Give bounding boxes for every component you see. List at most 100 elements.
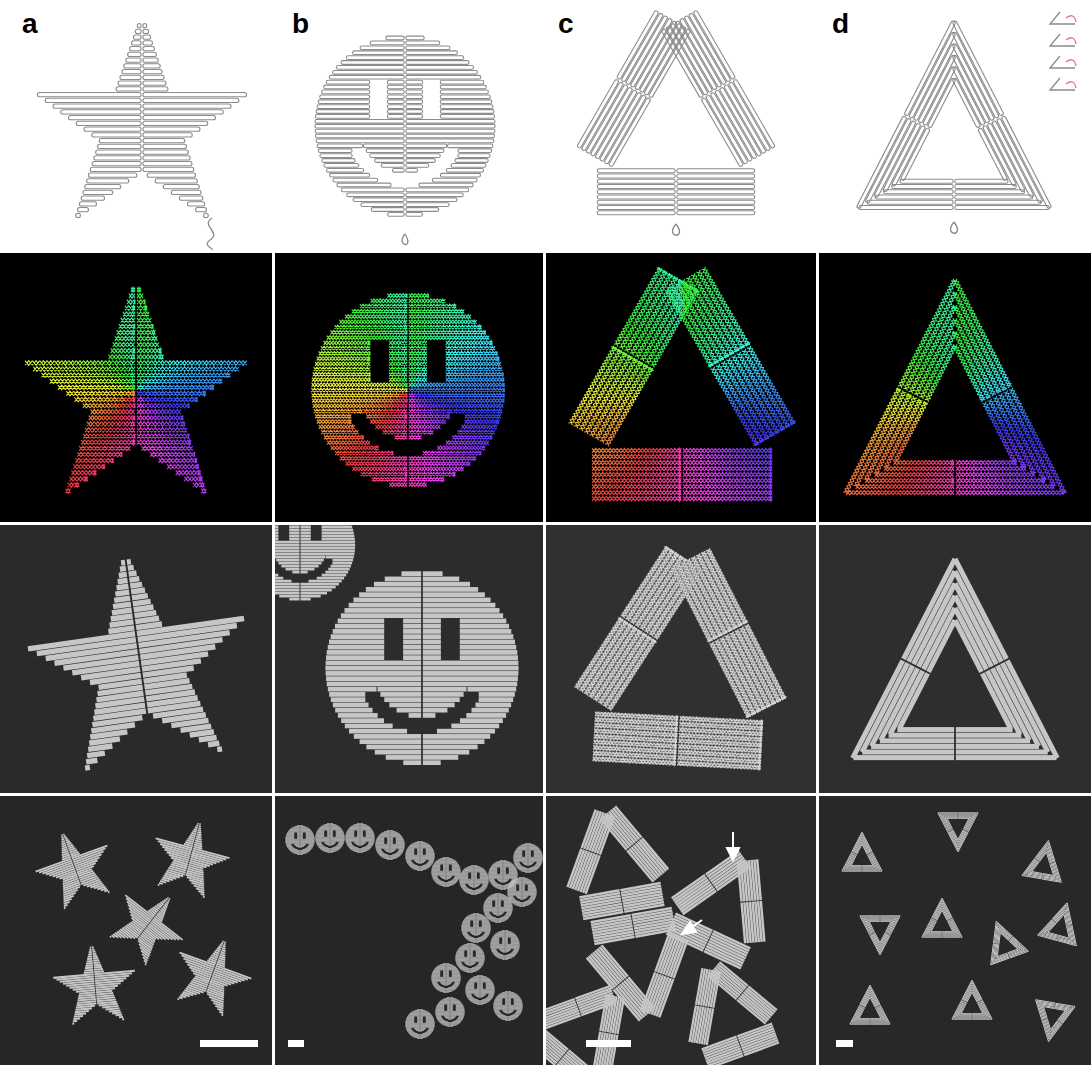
helix-crossover: [124, 385, 131, 390]
helix-crossover: [49, 373, 56, 378]
helix-crossover: [484, 399, 490, 403]
helix-crossover: [465, 351, 471, 355]
helix-crossover: [761, 371, 769, 380]
helix-crossover: [340, 456, 346, 460]
helix-crossover: [232, 361, 239, 366]
helix-crossover: [719, 472, 726, 477]
helix-crossover: [323, 357, 329, 361]
helix-crossover: [769, 478, 772, 483]
helix-crossover: [609, 431, 617, 440]
helix-crossover: [471, 357, 477, 361]
helix-outline: [406, 168, 418, 172]
helix-crossover: [611, 391, 619, 400]
helix-crossover: [415, 467, 421, 471]
helix-crossover: [362, 330, 368, 334]
helix-outline: [179, 196, 202, 200]
helix-crossover: [377, 315, 383, 319]
helix-outline: [120, 75, 141, 79]
helix-crossover: [664, 454, 671, 459]
helix-outline: [440, 173, 480, 177]
helix-crossover: [89, 397, 96, 402]
helix-crossover: [332, 404, 338, 408]
helix-crossover: [620, 363, 628, 372]
helix-crossover: [702, 267, 710, 276]
helix-crossover: [748, 472, 755, 477]
helix-crossover: [615, 385, 623, 394]
helix-crossover: [423, 451, 429, 455]
helix-crossover: [657, 496, 664, 501]
helix-crossover: [477, 357, 483, 361]
helix-crossover: [387, 383, 393, 387]
helix-crossover: [621, 466, 628, 471]
helix-crossover: [459, 325, 465, 329]
helix-outline: [143, 161, 192, 165]
helix-crossover: [490, 367, 496, 371]
helix-crossover: [589, 429, 597, 438]
helix-outline: [666, 26, 708, 95]
helix-crossover: [113, 342, 120, 347]
helix-crossover: [406, 393, 407, 397]
helix-crossover: [599, 496, 606, 501]
helix-crossover: [83, 458, 90, 463]
helix-outline: [85, 184, 121, 188]
helix-crossover: [337, 330, 343, 334]
helix-crossover: [621, 325, 629, 334]
helix-crossover: [368, 341, 370, 345]
helix-crossover: [456, 446, 462, 450]
helix-crossover: [741, 460, 748, 465]
helix-crossover: [88, 391, 95, 396]
helix-crossover: [415, 346, 421, 350]
helix-crossover: [128, 367, 135, 372]
helix-crossover: [464, 430, 470, 434]
helix-crossover: [403, 477, 407, 481]
helix-crossover: [339, 336, 345, 340]
helix-crossover: [342, 420, 348, 424]
helix-crossover: [75, 397, 82, 402]
helix-crossover: [377, 336, 383, 340]
helix-crossover: [356, 383, 362, 387]
helix-crossover: [755, 460, 762, 465]
helix-crossover: [333, 367, 339, 371]
helix-crossover: [427, 294, 429, 298]
helix-crossover: [112, 403, 119, 408]
helix-crossover: [181, 440, 188, 445]
helix-crossover: [605, 438, 613, 447]
helix-crossover: [683, 448, 690, 453]
helix-crossover: [638, 361, 643, 366]
helix-crossover: [312, 393, 318, 397]
helix-crossover: [379, 325, 385, 329]
helix-crossover: [769, 383, 777, 392]
helix-crossover: [409, 456, 415, 460]
helix-outline: [432, 178, 477, 182]
helix-crossover: [436, 451, 442, 455]
helix-outline: [677, 211, 755, 215]
helix-crossover: [79, 470, 86, 475]
helix-crossover: [648, 291, 656, 300]
helix-crossover: [678, 490, 681, 495]
helix-crossover: [621, 472, 628, 477]
helix-crossover: [363, 404, 369, 408]
helix-crossover: [446, 357, 452, 361]
helix-crossover: [712, 472, 719, 477]
helix-crossover: [403, 467, 407, 471]
helix-crossover: [107, 373, 114, 378]
helix-crossover: [496, 362, 501, 366]
helix-crossover: [375, 446, 379, 450]
helix-crossover: [617, 370, 625, 379]
helix-crossover: [361, 357, 367, 361]
helix-crossover: [409, 309, 415, 313]
helix-outline: [315, 134, 404, 138]
helix-crossover: [144, 324, 151, 329]
helix-crossover: [459, 388, 465, 392]
helix-crossover: [184, 477, 191, 482]
helix-outline: [406, 56, 464, 60]
helix-crossover: [394, 383, 400, 387]
helix-crossover: [440, 404, 446, 408]
helix-crossover: [466, 388, 472, 392]
helix-outline: [918, 55, 956, 123]
helix-outline: [406, 66, 474, 70]
helix-crossover: [453, 462, 459, 466]
helix-outline: [341, 61, 404, 65]
helix-crossover: [150, 452, 157, 457]
helix-crossover: [574, 420, 582, 429]
